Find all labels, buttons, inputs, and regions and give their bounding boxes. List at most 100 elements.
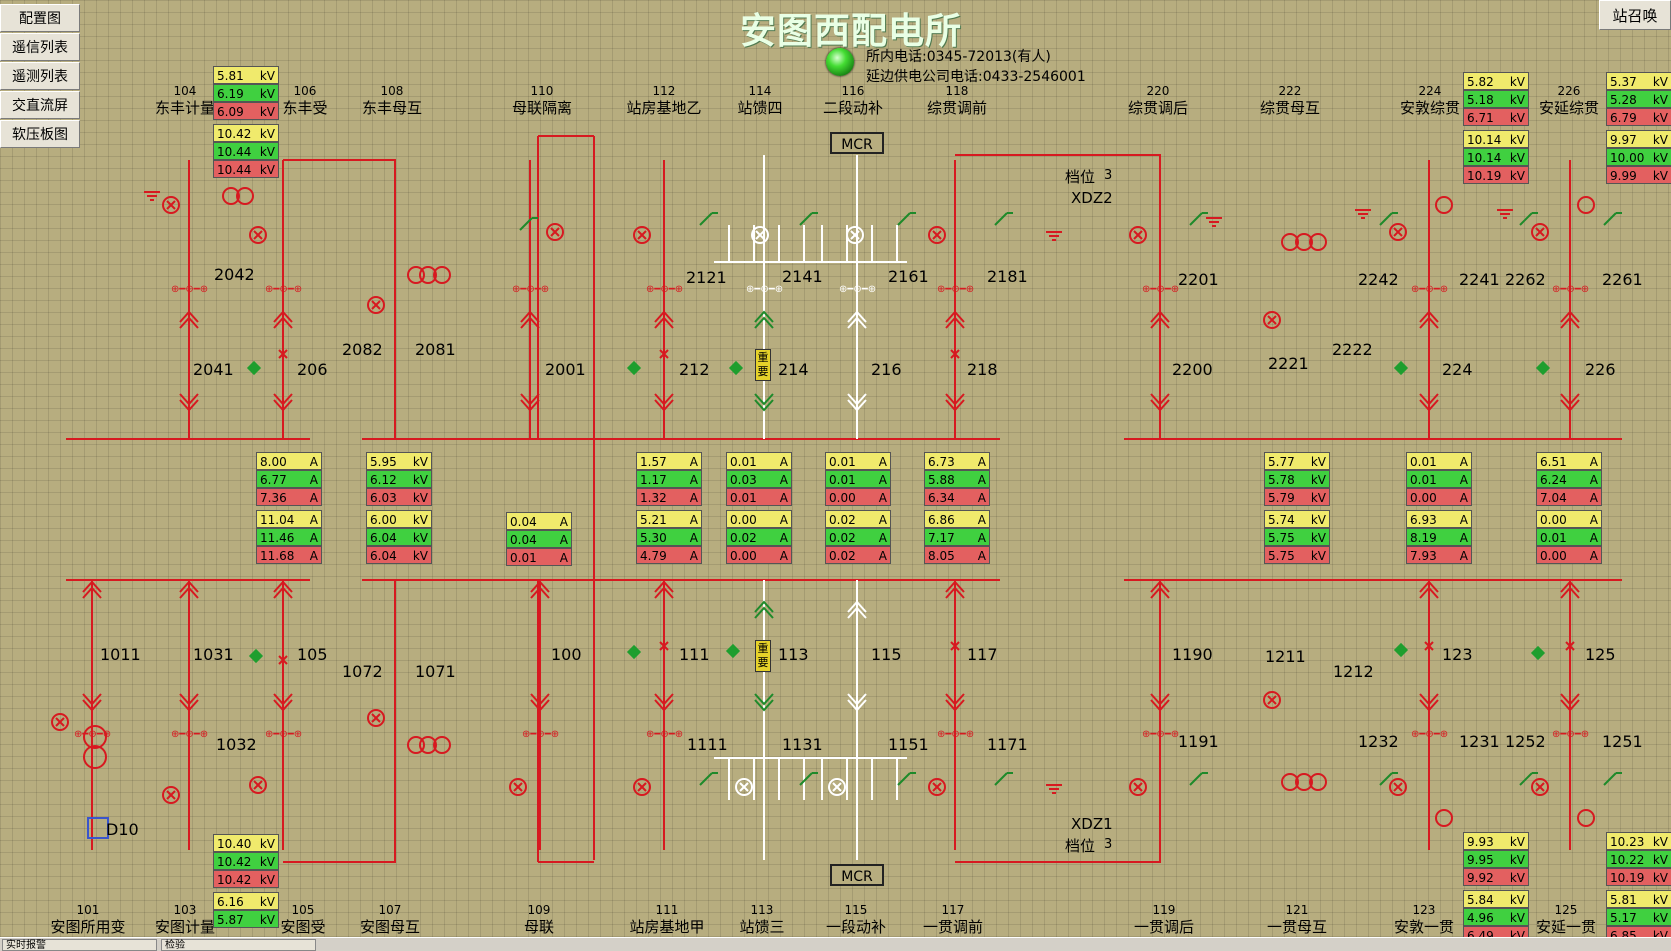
measurement-value: 0.00 bbox=[730, 513, 757, 527]
nav-config-diagram[interactable]: 配置图 bbox=[0, 4, 80, 32]
measurement-value: 5.88 bbox=[928, 473, 955, 487]
bay-title: 站馈四 bbox=[737, 99, 783, 117]
device-label: XDZ1 bbox=[1071, 815, 1113, 833]
wire bbox=[253, 230, 263, 240]
lamp-symbol bbox=[1389, 223, 1407, 241]
measurement-unit: A bbox=[689, 549, 698, 563]
wire bbox=[520, 310, 540, 323]
wire bbox=[945, 310, 965, 323]
measurement-value: 10.42 bbox=[217, 855, 252, 869]
wire bbox=[1150, 699, 1170, 712]
measurement-value: 0.01 bbox=[730, 455, 757, 469]
wire bbox=[654, 393, 674, 406]
measurement-value: 9.93 bbox=[1467, 835, 1494, 849]
measurement-value: 11.46 bbox=[260, 531, 295, 545]
lamp-symbol bbox=[751, 226, 769, 244]
measurement-value: 6.09 bbox=[217, 105, 244, 119]
wire bbox=[283, 580, 396, 863]
device-symbol bbox=[419, 736, 437, 754]
lamp-symbol bbox=[1263, 691, 1281, 709]
lamp-symbol bbox=[1129, 778, 1147, 796]
measurement-unit: A bbox=[878, 473, 887, 487]
wire bbox=[1150, 316, 1170, 329]
device-symbol bbox=[83, 745, 107, 769]
measurement-value: 4.79 bbox=[640, 549, 667, 563]
measurement-unit: kV bbox=[412, 549, 428, 563]
wire bbox=[519, 217, 533, 231]
device-symbol bbox=[407, 736, 425, 754]
wire bbox=[1560, 393, 1580, 406]
measurement-value: 0.01 bbox=[1540, 531, 1567, 545]
nav-acdc-panel[interactable]: 交直流屏 bbox=[0, 91, 80, 119]
measurement-unit: kV bbox=[1310, 513, 1326, 527]
wire bbox=[530, 699, 550, 712]
lamp-symbol bbox=[1389, 778, 1407, 796]
station-call-button[interactable]: 站召唤 bbox=[1599, 0, 1671, 30]
wire bbox=[754, 310, 774, 323]
nav-telemetry-list[interactable]: 遥测列表 bbox=[0, 62, 80, 90]
wire bbox=[1603, 212, 1617, 226]
measurement-value: 5.77 bbox=[1268, 455, 1295, 469]
wire bbox=[273, 693, 293, 706]
status-lamp-icon bbox=[826, 48, 854, 76]
measurement-value: 6.16 bbox=[217, 895, 244, 909]
nav-soft-plate[interactable]: 软压板图 bbox=[0, 120, 80, 148]
measurement-unit: kV bbox=[1652, 911, 1668, 925]
device-symbol bbox=[1281, 773, 1299, 791]
measurement-value: 5.17 bbox=[1610, 911, 1637, 925]
measurement-row: 7.93 A bbox=[1406, 546, 1472, 564]
wire bbox=[371, 713, 381, 723]
device-label: 105 bbox=[297, 645, 328, 664]
wire bbox=[530, 580, 550, 593]
wire bbox=[179, 310, 199, 323]
mcr-box-top[interactable]: MCR bbox=[830, 132, 884, 154]
taskbar: 实时报警 检验 bbox=[0, 937, 1671, 951]
device-label: 2041 bbox=[193, 360, 234, 379]
device-symbol bbox=[1309, 233, 1327, 251]
device-label: D10 bbox=[106, 820, 139, 839]
measurement-unit: A bbox=[1459, 455, 1468, 469]
measurement-value: 5.79 bbox=[1268, 491, 1295, 505]
measurement-unit: A bbox=[1459, 531, 1468, 545]
mcr-box-bottom[interactable]: MCR bbox=[830, 864, 884, 886]
task-realtime-alarm[interactable]: 实时报警 bbox=[2, 939, 157, 951]
lamp-symbol bbox=[928, 226, 946, 244]
device-symbol bbox=[222, 187, 240, 205]
measurement-unit: kV bbox=[1509, 111, 1525, 125]
measurement-value: 6.00 bbox=[370, 513, 397, 527]
bay-number: 110 bbox=[530, 84, 554, 98]
bay-number: 117 bbox=[941, 903, 965, 917]
measurement-unit: A bbox=[977, 491, 986, 505]
measurement-value: 0.01 bbox=[1410, 455, 1437, 469]
wire bbox=[1393, 227, 1403, 237]
device-label: 2201 bbox=[1178, 270, 1219, 289]
nav-telesignal-list[interactable]: 遥信列表 bbox=[0, 33, 80, 61]
device-label: 2001 bbox=[545, 360, 586, 379]
bay-title: 安延综贯 bbox=[1538, 99, 1600, 117]
measurement-unit: A bbox=[1459, 549, 1468, 563]
device-label: 2082 bbox=[342, 340, 383, 359]
measurement-value: 7.93 bbox=[1410, 549, 1437, 563]
task-inspection[interactable]: 检验 bbox=[161, 939, 316, 951]
device-label: 2221 bbox=[1268, 354, 1309, 373]
wire bbox=[1565, 641, 1575, 651]
